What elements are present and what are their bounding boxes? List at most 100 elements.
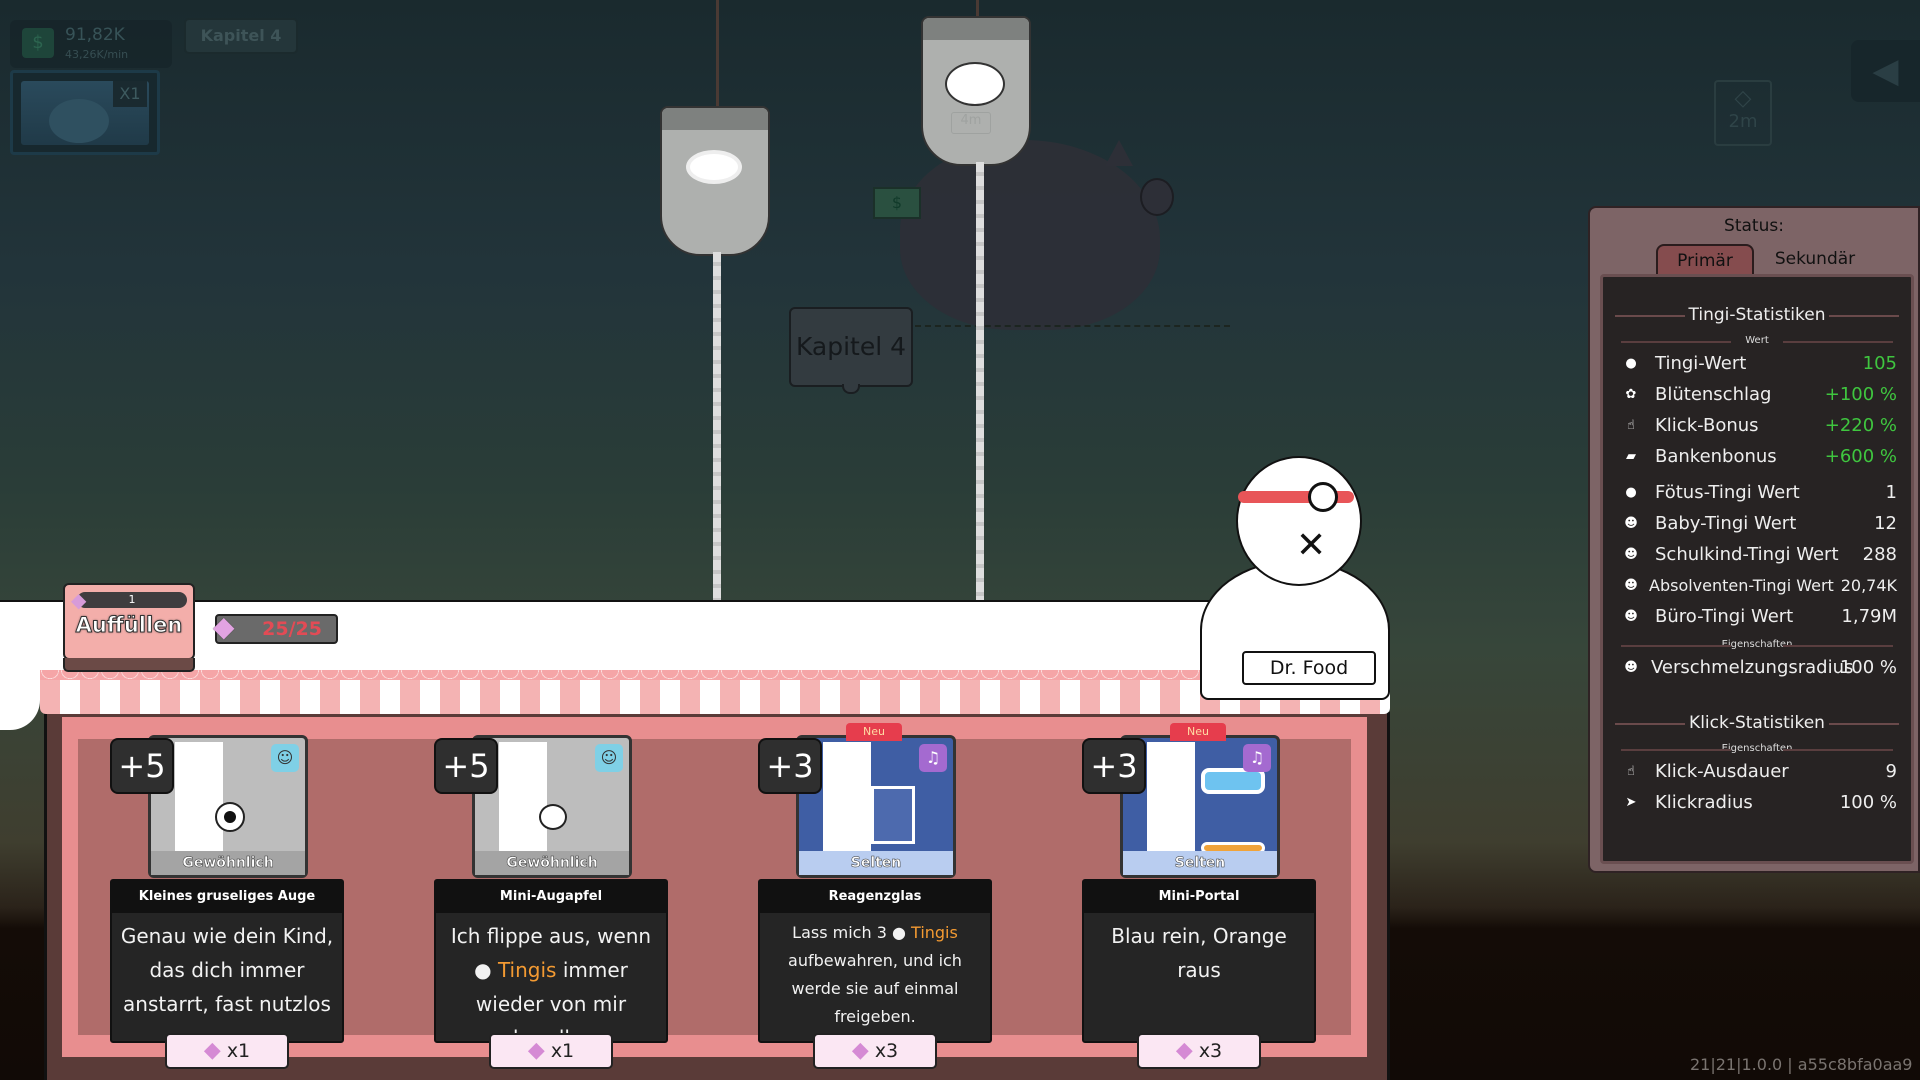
stat-row: ▰Bankenbonus+600 % <box>1615 444 1897 470</box>
tingi-type-icon: ☺ <box>271 744 299 772</box>
item-info: Mini-Portal Blau rein, Orange raus <box>1082 879 1316 1043</box>
npc-name-plate: Dr. Food <box>1242 651 1376 685</box>
tab-primary[interactable]: Primär <box>1656 244 1754 274</box>
section-click-stats: Klick-Statistiken <box>1603 713 1911 733</box>
rarity-label: Selten <box>1123 851 1277 875</box>
triangle-left-icon: ◀ <box>1872 51 1899 91</box>
buy-button[interactable]: ◆ x1 <box>489 1033 613 1069</box>
shop-item[interactable]: ♫ Selten Neu +3 Mini-Portal Blau rein, O… <box>1082 723 1316 1080</box>
cursor-icon: ➤ <box>1625 795 1637 810</box>
blossom-icon: ✿ <box>1625 387 1637 402</box>
grass <box>915 325 1230 333</box>
tab-secondary[interactable]: Sekundär <box>1774 249 1856 269</box>
item-description: Lass mich 3 ● Tingis aufbewahren, und ic… <box>788 923 962 1026</box>
highlight-tingis: Tingis <box>911 923 958 942</box>
stat-row: ☝Klick-Bonus+220 % <box>1615 413 1897 439</box>
gem-timer-button[interactable]: ◇ 2m <box>1714 80 1772 146</box>
money-display: $ 91,82K 43,26K/min <box>10 20 172 68</box>
tingi-slot[interactable]: X1 <box>10 70 160 155</box>
rope-right <box>976 0 979 18</box>
bonus-badge: +3 <box>1082 738 1146 794</box>
awning <box>40 680 1390 714</box>
status-title: Status: <box>1724 216 1784 236</box>
tingi-icon <box>49 99 109 143</box>
item-card[interactable]: ♫ Selten <box>796 735 956 878</box>
gem-icon: ◇ <box>1734 86 1752 111</box>
rope-left <box>716 0 719 108</box>
item-card[interactable]: ☺ Gewöhnlich <box>148 735 308 878</box>
item-card[interactable]: ☺ Gewöhnlich <box>472 735 632 878</box>
tingi-multiplier: X1 <box>113 81 147 107</box>
baby-tingi-icon: ☻ <box>1624 516 1638 531</box>
piggy-bank-icon <box>945 62 1005 106</box>
dollar-bill-icon: $ <box>873 187 921 219</box>
item-info: Reagenzglas Lass mich 3 ● Tingis aufbewa… <box>758 879 992 1043</box>
iv-bag-right[interactable]: 4m <box>921 16 1031 166</box>
gem-icon: ◆ <box>1175 1038 1193 1063</box>
test-tube-icon <box>871 786 915 844</box>
highlight-tingis: Tingis <box>497 958 557 982</box>
subsection-wert: Wert <box>1603 335 1911 346</box>
price-label: x3 <box>1198 1040 1223 1062</box>
trampoline-icon <box>686 150 742 184</box>
bonus-badge: +3 <box>758 738 822 794</box>
buy-button[interactable]: ◆ x3 <box>813 1033 937 1069</box>
money-bag-icon: $ <box>22 28 54 58</box>
shop-counter <box>0 600 1210 680</box>
money-amount: 91,82K <box>65 25 125 45</box>
gem-icon: ◆ <box>71 588 87 612</box>
item-name: Kleines gruseliges Auge <box>112 881 342 913</box>
shop-item[interactable]: ♫ Selten Neu +3 Reagenzglas Lass mich 3 … <box>758 723 992 1080</box>
price-label: x3 <box>874 1040 899 1062</box>
rarity-label: Gewöhnlich <box>151 851 305 875</box>
shop-item[interactable]: ☺ Gewöhnlich +5 Kleines gruseliges Auge … <box>110 735 344 1080</box>
status-panel: Status: Primär Sekundär Tingi-Statistike… <box>1588 206 1920 873</box>
new-badge: Neu <box>846 723 902 741</box>
chapter-sign[interactable]: Kapitel 4 <box>789 307 913 387</box>
tingi-type-icon: ☺ <box>595 744 623 772</box>
item-description: Genau wie dein Kind, das dich immer anst… <box>120 924 334 1016</box>
chapter-button[interactable]: Kapitel 4 <box>184 18 298 54</box>
item-description: Blau rein, Orange raus <box>1111 924 1287 982</box>
item-name: Reagenzglas <box>760 881 990 913</box>
bonus-badge: +5 <box>434 738 498 794</box>
price-label: x1 <box>226 1040 251 1062</box>
buy-button[interactable]: ◆ x1 <box>165 1033 289 1069</box>
version-label: 21|21|1.0.0 | a55c8bfa0aa9 <box>1690 1055 1913 1074</box>
merge-icon: ☻ <box>1624 660 1638 675</box>
schoolkid-tingi-icon: ☻ <box>1624 547 1638 562</box>
iv-drip-right <box>976 162 984 600</box>
fetus-tingi-icon: ● <box>1625 485 1637 500</box>
rarity-label: Gewöhnlich <box>475 851 629 875</box>
gem-icon: ◆ <box>203 1038 221 1063</box>
stat-row: ✿Blütenschlag+100 % <box>1615 382 1897 408</box>
guitar-icon: ♫ <box>1243 744 1271 772</box>
bag-timer: 4m <box>951 112 991 134</box>
iv-bag-left[interactable] <box>660 106 770 256</box>
item-card[interactable]: ♫ Selten <box>1120 735 1280 878</box>
fur-left <box>0 610 40 730</box>
shop-item[interactable]: ☺ Gewöhnlich +5 Mini-Augapfel Ich flippe… <box>434 735 668 1080</box>
tingi-icon: ● <box>474 958 492 982</box>
collapse-panel-button[interactable]: ◀ <box>1851 40 1920 102</box>
refill-button[interactable]: 1 ◆ Auffüllen <box>63 583 195 672</box>
buy-button[interactable]: ◆ x3 <box>1137 1033 1261 1069</box>
piggy-bank-icon: ▰ <box>1626 449 1636 464</box>
blue-portal-icon <box>1201 768 1265 794</box>
new-badge: Neu <box>1170 723 1226 741</box>
doctor-mouth: ✕ <box>1296 525 1327 566</box>
price-label: x1 <box>550 1040 575 1062</box>
tingi-icon: ● <box>891 923 906 942</box>
bonus-badge: +5 <box>110 738 174 794</box>
eyeball-icon <box>539 804 567 830</box>
doctor-head[interactable] <box>1236 456 1362 586</box>
item-name: Mini-Augapfel <box>436 881 666 913</box>
